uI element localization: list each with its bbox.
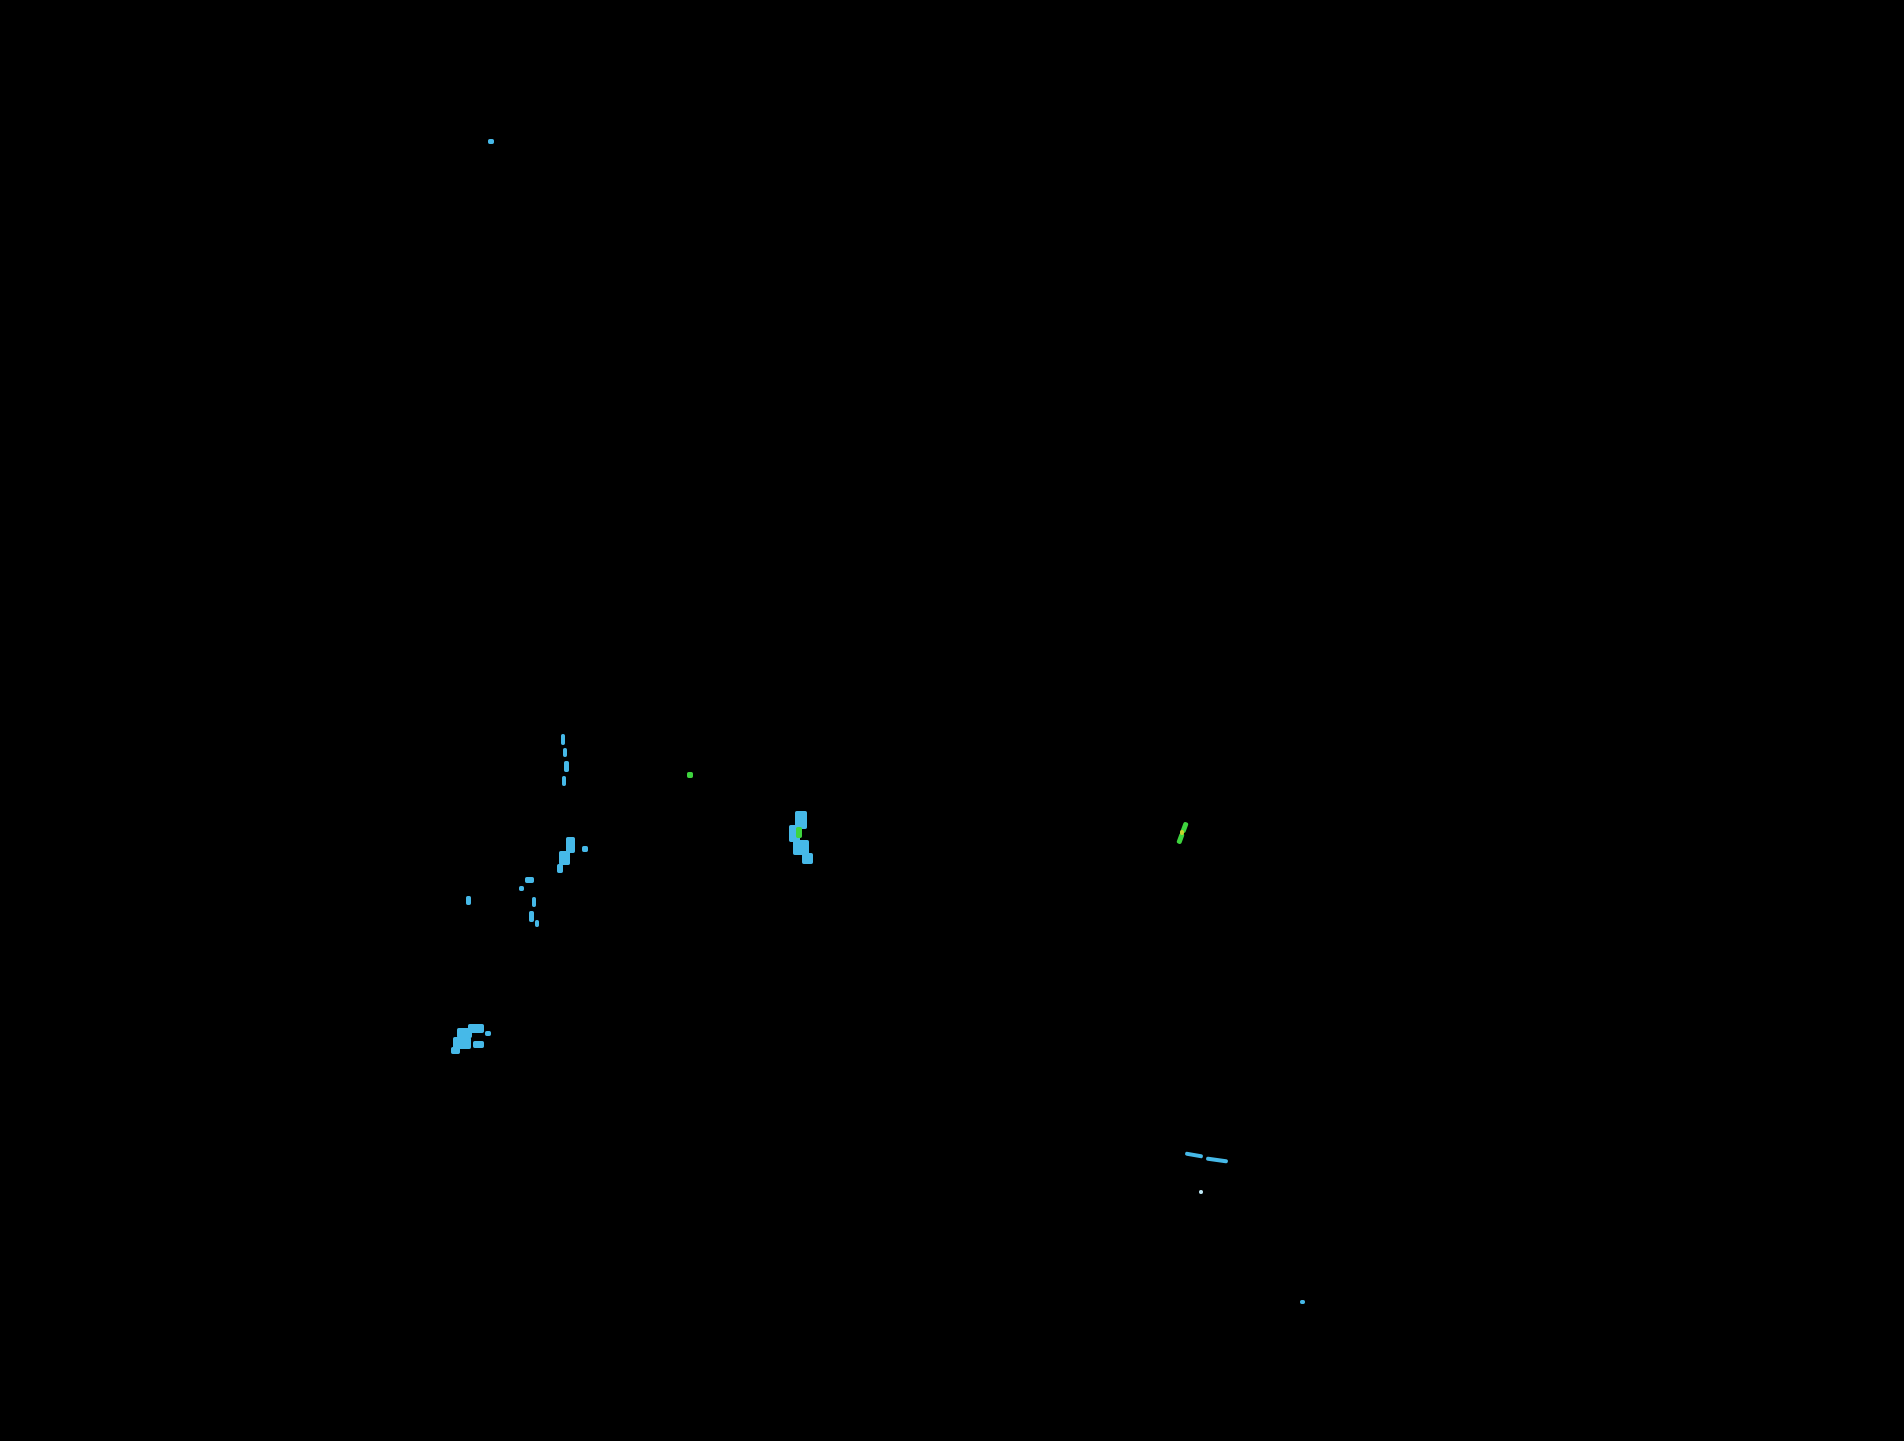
radar-echo — [466, 896, 471, 905]
radar-echo — [532, 897, 536, 907]
radar-echo — [793, 840, 809, 855]
radar-echo — [473, 1041, 484, 1048]
radar-echo — [451, 1047, 460, 1054]
radar-echo — [468, 1024, 484, 1033]
radar-echo — [687, 772, 693, 778]
radar-echo — [488, 139, 494, 144]
radar-echo — [582, 846, 588, 852]
radar-echo — [562, 776, 566, 786]
radar-echo — [535, 920, 539, 927]
radar-echo — [802, 853, 813, 864]
radar-echo — [796, 827, 802, 838]
radar-echo — [519, 886, 524, 891]
radar-echo — [564, 761, 569, 772]
radar-echo — [457, 1028, 472, 1038]
radar-echo — [789, 825, 800, 842]
radar-echo — [1300, 1300, 1305, 1304]
radar-echo — [529, 911, 534, 922]
radar-echo — [525, 877, 534, 883]
radar-echo — [566, 837, 575, 853]
radar-echo — [485, 1031, 491, 1036]
radar-echo — [453, 1037, 471, 1049]
radar-echo — [557, 864, 563, 873]
radar-echo — [1180, 830, 1184, 835]
radar-echo — [561, 734, 565, 745]
radar-echo — [559, 851, 570, 865]
radar-echo — [563, 748, 567, 757]
radar-echo — [1205, 1156, 1229, 1164]
radar-echo — [1199, 1190, 1203, 1194]
radar-echo — [795, 811, 807, 829]
radar-echo — [1184, 1151, 1204, 1159]
